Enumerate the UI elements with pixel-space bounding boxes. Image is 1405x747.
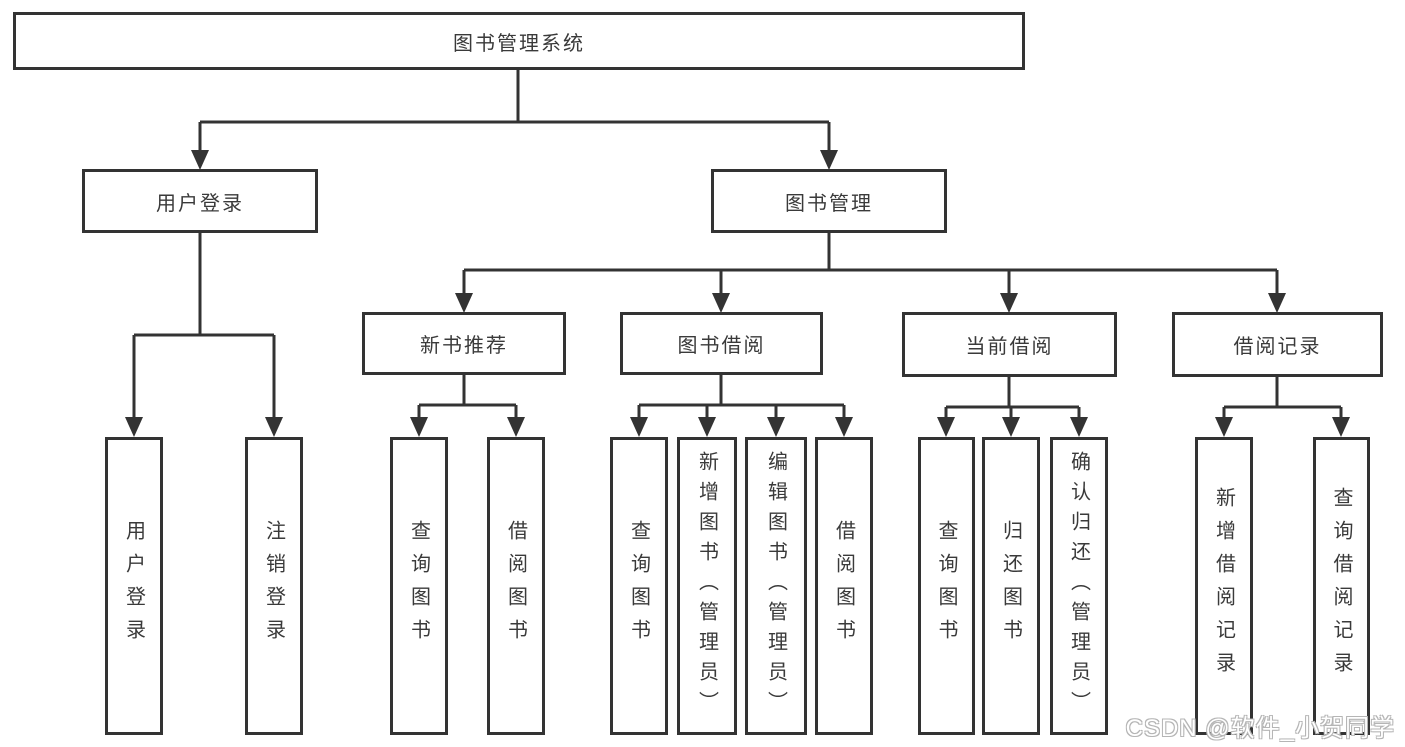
node-label: 借阅图书: [504, 520, 527, 652]
node-label: 图书管理系统: [453, 32, 585, 55]
node-user-login: 用户登录: [82, 169, 318, 233]
node-borrow-books: 借阅图书: [815, 437, 873, 735]
csdn-watermark: CSDN @软件_小贺同学: [1125, 715, 1395, 742]
node-return-books: 归还图书: [982, 437, 1040, 735]
node-query-books: 查询图书: [610, 437, 668, 735]
node-confirm-return-admin: 确认归还（管理员）: [1050, 437, 1108, 735]
node-user-login-action: 用户登录: [105, 437, 163, 735]
node-logout-action: 注销登录: [245, 437, 303, 735]
node-book-management: 图书管理: [711, 169, 947, 233]
node-label: 查询借阅记录: [1330, 487, 1352, 685]
node-label: 借阅图书: [832, 520, 855, 652]
node-label: 确认归还（管理员）: [1067, 451, 1090, 721]
node-add-books-admin: 新增图书（管理员）: [677, 437, 737, 735]
node-label: 用户登录: [156, 192, 244, 215]
node-borrow-records: 借阅记录: [1172, 312, 1383, 377]
node-label: 新书推荐: [420, 335, 508, 357]
node-label: 用户登录: [122, 520, 145, 652]
node-label: 新增图书（管理员）: [695, 451, 718, 721]
node-borrow-books: 借阅图书: [487, 437, 545, 735]
node-label: 注销登录: [262, 520, 285, 652]
node-label: 查询图书: [627, 520, 650, 652]
node-current-borrowing: 当前借阅: [902, 312, 1117, 377]
node-label: 查询图书: [407, 520, 430, 652]
node-query-books: 查询图书: [918, 437, 975, 735]
node-add-borrow-record: 新增借阅记录: [1195, 437, 1253, 735]
node-query-books: 查询图书: [390, 437, 448, 735]
node-label: 当前借阅: [965, 336, 1054, 358]
node-label: 图书管理: [785, 192, 873, 215]
node-label: 编辑图书（管理员）: [764, 451, 787, 721]
node-new-book-recommendation: 新书推荐: [362, 312, 566, 375]
node-book-borrowing: 图书借阅: [620, 312, 823, 375]
node-label: 新增借阅记录: [1212, 487, 1235, 685]
node-label: 图书借阅: [677, 335, 766, 357]
node-edit-books-admin: 编辑图书（管理员）: [745, 437, 807, 735]
node-label: 借阅记录: [1233, 336, 1322, 358]
node-label: 归还图书: [999, 520, 1022, 652]
node-query-borrow-record: 查询借阅记录: [1313, 437, 1370, 735]
node-label: 查询图书: [935, 520, 957, 652]
node-library-management-system: 图书管理系统: [13, 12, 1025, 70]
